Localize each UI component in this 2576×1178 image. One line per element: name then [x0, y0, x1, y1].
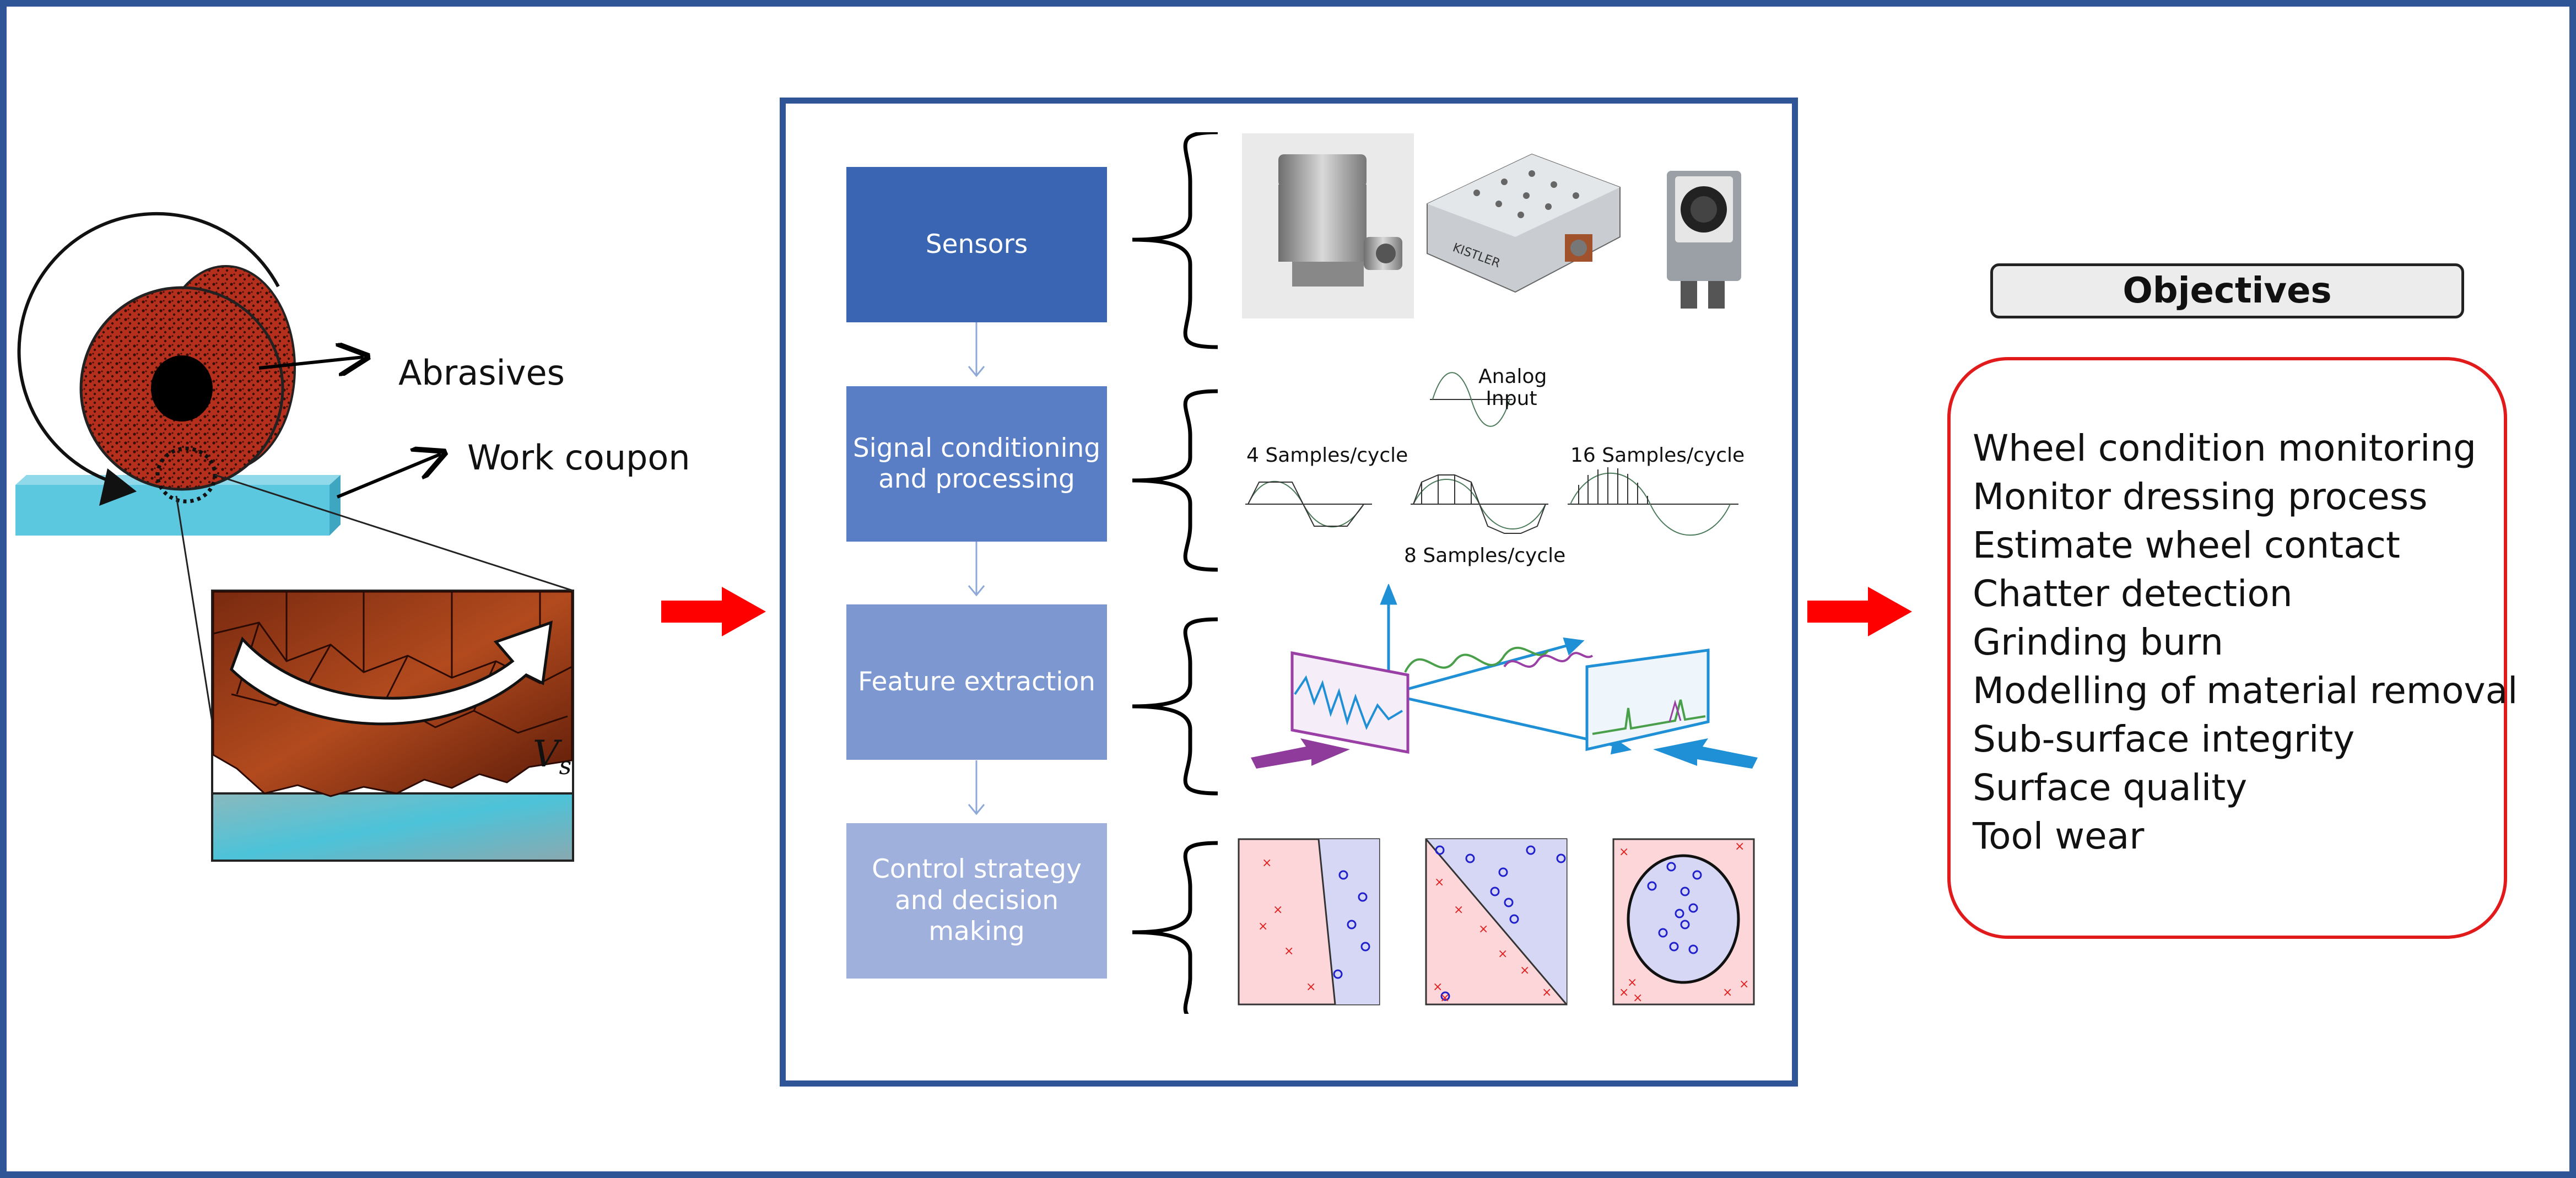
classifier-plots: ××××× ×××××××× ××××××× — [1238, 838, 1755, 1006]
work-coupon-label: Work coupon — [467, 437, 690, 478]
objective-item: Surface quality — [1973, 766, 2248, 809]
work-coupon-bar — [15, 475, 341, 536]
sampling-waveforms — [1245, 372, 1738, 536]
svg-text:×: × — [1722, 986, 1732, 999]
svg-text:×: × — [1542, 986, 1552, 999]
four-samples-label: 4 Samples/cycle — [1246, 444, 1408, 467]
stage-signal-conditioning: Signal conditioning and processing — [846, 386, 1107, 542]
feature-extraction-graphic — [1251, 584, 1758, 769]
arrow-left-to-center — [661, 587, 766, 636]
stage-sensors: Sensors — [846, 167, 1107, 322]
svg-text:×: × — [1434, 876, 1444, 889]
rotation-arrow — [17, 212, 280, 485]
svg-text:×: × — [1433, 980, 1443, 994]
objectives-box — [1947, 357, 2507, 939]
sixteen-samples-label: 16 Samples/cycle — [1570, 444, 1745, 467]
abrasives-label: Abrasives — [398, 353, 565, 393]
rotation-direction-arrow — [230, 620, 553, 726]
svg-text:×: × — [1633, 991, 1643, 1005]
svg-text:×: × — [1619, 845, 1629, 859]
svg-text:×: × — [1262, 856, 1272, 870]
classifier-plot-diagonal: ×××××××× — [1425, 838, 1568, 1006]
objectives-list: Wheel condition monitoring Monitor dress… — [1973, 424, 2518, 861]
svg-text:×: × — [1440, 991, 1450, 1005]
objective-item: Tool wear — [1973, 815, 2145, 857]
abrasives-leader — [258, 357, 364, 368]
objective-item: Chatter detection — [1973, 572, 2293, 615]
eight-samples-label: 8 Samples/cycle — [1404, 544, 1566, 567]
zoom-inset — [211, 590, 574, 862]
svg-text:×: × — [1284, 944, 1294, 958]
svg-text:×: × — [1306, 980, 1316, 994]
classifier-plot-linear: × × × × × — [1238, 838, 1380, 1006]
stage-feature-extraction: Feature extraction — [846, 604, 1107, 760]
svg-text:×: × — [1478, 922, 1488, 936]
accelerometer-image — [1242, 133, 1414, 318]
svg-text:×: × — [1627, 976, 1637, 990]
svg-text:×: × — [1520, 964, 1530, 977]
svg-text:×: × — [1739, 977, 1749, 991]
objective-item: Monitor dressing process — [1973, 475, 2428, 518]
objective-item: Wheel condition monitoring — [1973, 427, 2477, 469]
grinding-illustration — [15, 212, 574, 862]
work-coupon-leader — [336, 454, 441, 499]
sensor-images: KISTLER — [1242, 133, 1741, 318]
camera-image — [1667, 171, 1741, 309]
objective-item: Estimate wheel contact — [1973, 524, 2400, 566]
svg-text:×: × — [1619, 986, 1629, 999]
braces — [1132, 132, 1218, 1014]
svg-text:×: × — [1258, 920, 1268, 933]
velocity-label: Vs — [533, 733, 572, 781]
svg-text:×: × — [1498, 947, 1508, 961]
objective-item: Sub-surface integrity — [1973, 718, 2355, 760]
svg-text:×: × — [1273, 903, 1283, 917]
objectives-title: Objectives — [1990, 263, 2464, 318]
stage-control-strategy: Control strategy and decision making — [846, 823, 1107, 979]
svg-text:×: × — [1735, 840, 1745, 853]
arrow-center-to-objectives — [1807, 587, 1912, 636]
wheel-hub — [151, 355, 213, 422]
dynamometer-image: KISTLER — [1427, 153, 1621, 293]
objective-item: Grinding burn — [1973, 621, 2223, 663]
objective-item: Modelling of material removal — [1973, 669, 2518, 712]
classifier-plot-circular: ××××××× — [1612, 838, 1755, 1006]
svg-text:×: × — [1454, 903, 1463, 917]
pipeline-connectors — [968, 132, 1218, 1014]
analog-input-label: Analog Input — [1478, 365, 1547, 410]
